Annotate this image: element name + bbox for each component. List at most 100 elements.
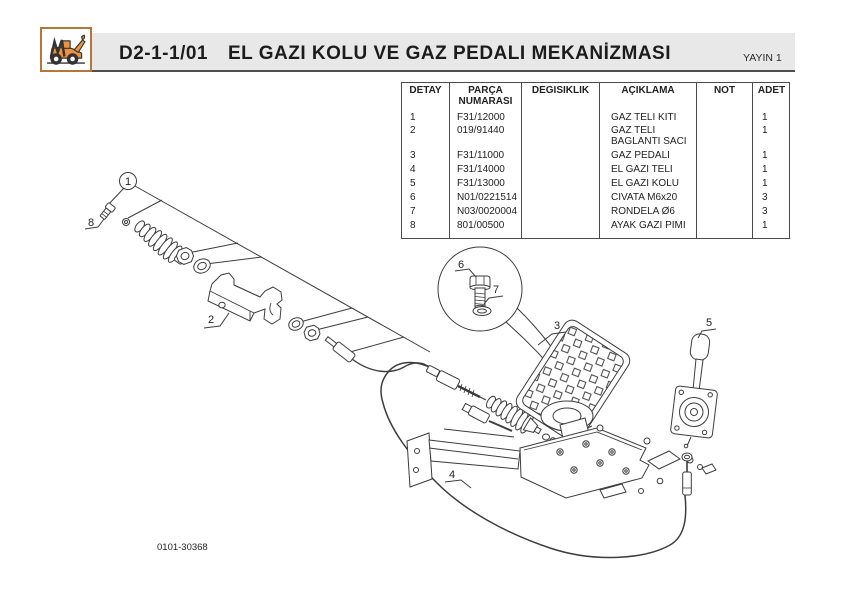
column-header-adet: ADET: [757, 85, 786, 96]
gas-pedal-part: [515, 319, 631, 453]
cell-parca: F31/12000: [450, 110, 522, 124]
callout-3-label: 3: [554, 320, 560, 332]
backhoe-loader-icon: [47, 34, 86, 65]
cell-adet: 1: [762, 125, 768, 136]
inner-wire: [488, 420, 513, 432]
revision-label: YAYIN 1: [743, 52, 782, 64]
hand-throttle-lever-part: [670, 333, 718, 439]
table-row: 3 F31/11000 GAZ PEDALI 1: [402, 148, 789, 162]
cell-adet: 3: [762, 205, 768, 217]
callout-5: 5: [697, 317, 717, 339]
drawing-number: 0101-30368: [157, 542, 208, 553]
washer-part: [288, 317, 304, 331]
mounting-bracket-part: [207, 272, 283, 325]
page-title: EL GAZI KOLU VE GAZ PEDALI MEKANİZMASI: [228, 43, 671, 64]
cell-degisiklik: [522, 204, 600, 218]
callout-6-label: 6: [458, 259, 464, 271]
cell-detay: 1: [402, 110, 450, 124]
cell-not: [697, 176, 753, 190]
bolt-part: [469, 275, 491, 310]
cell-not: [697, 190, 753, 204]
table-header-row: DETAY PARÇA NUMARASI DEGISIKLIK AÇIKLAMA…: [402, 83, 789, 110]
cell-aciklama: EL GAZI KOLU: [600, 176, 697, 190]
cell-adet: 3: [762, 191, 768, 203]
cable-adjuster-sleeve: [435, 370, 461, 390]
callout-2: 2: [203, 312, 230, 329]
hex-nut-part: [303, 324, 321, 342]
table-row: 1 F31/12000 GAZ TELI KITI 1: [402, 110, 789, 124]
cable-end-sleeve: [461, 402, 490, 424]
cell-degisiklik: [522, 148, 600, 162]
callout-3: 3: [537, 320, 567, 346]
filler-cell: [450, 232, 522, 238]
callout-8: 8: [84, 217, 105, 230]
washer-part: [193, 258, 211, 274]
hand-throttle-cable: [380, 361, 687, 559]
cell-adet: 1: [762, 219, 768, 231]
cell-detay: 3: [402, 148, 450, 162]
cell-not: [697, 204, 753, 218]
table-row: 7 N03/0020004 RONDELA Ø6 3: [402, 204, 789, 218]
table-row: 6 N01/0221514 CIVATA M6x20 3: [402, 190, 789, 204]
cell-aciklama: GAZ TELI KITI: [600, 110, 697, 124]
table-row: 2 019/91440 GAZ TELI BAGLANTI SACI 1: [402, 124, 789, 148]
cell-not: [697, 110, 753, 124]
cell-degisiklik: [522, 190, 600, 204]
column-header-aciklama: AÇIKLAMA: [600, 83, 697, 110]
cell-parca: 019/91440: [450, 124, 522, 148]
callout-1-leaders: [106, 185, 431, 353]
cell-detay: 8: [402, 218, 450, 232]
cell-aciklama: GAZ PEDALI: [600, 148, 697, 162]
threaded-rod: [457, 383, 487, 401]
cell-detay: 4: [402, 162, 450, 176]
callout-8-label: 8: [88, 217, 94, 229]
filler-cell: [753, 232, 789, 238]
hex-nut-part: [175, 247, 195, 265]
table-row: 4 F31/14000 EL GAZI TELI 1: [402, 162, 789, 176]
brand-logo: [40, 27, 92, 72]
cell-aciklama: AYAK GAZI PIMI: [600, 218, 697, 232]
cable-end-sleeve: [324, 336, 356, 363]
lever-cable-end: [681, 436, 693, 496]
cell-degisiklik: [522, 218, 600, 232]
column-header-not: NOT: [697, 83, 753, 110]
document-code: D2-1-1/01: [119, 43, 208, 64]
filler-cell: [402, 232, 450, 238]
cell-adet: 1: [762, 111, 768, 123]
callout-4: 4: [444, 469, 472, 489]
table-row: 8 801/00500 AYAK GAZI PIMI 1: [402, 218, 789, 232]
cell-parca: 801/00500: [450, 218, 522, 232]
column-header-detay: DETAY: [402, 83, 450, 110]
callout-1: 1: [119, 172, 137, 190]
callout-5-label: 5: [706, 317, 712, 329]
cell-aciklama: EL GAZI TELI: [600, 162, 697, 176]
cell-adet: 1: [762, 163, 768, 175]
filler-cell: [522, 232, 600, 238]
header-bar: [40, 33, 795, 72]
cell-not: [697, 162, 753, 176]
callout-2-label: 2: [208, 314, 214, 326]
cell-aciklama: GAZ TELI BAGLANTI SACI: [600, 124, 697, 148]
column-header-parca-numarasi: PARÇA NUMARASI: [450, 83, 522, 110]
foot-throttle-pin-part: [99, 202, 116, 220]
filler-cell: [697, 232, 753, 238]
cell-not: [697, 218, 753, 232]
cell-parca: F31/14000: [450, 162, 522, 176]
cell-detay: 6: [402, 190, 450, 204]
table-row: 5 F31/13000 EL GAZI KOLU 1: [402, 176, 789, 190]
inner-wire: [443, 428, 515, 438]
cell-degisiklik: [522, 162, 600, 176]
cell-degisiklik: [522, 176, 600, 190]
cable-boot-part: [486, 395, 542, 435]
cell-adet: 1: [762, 149, 768, 161]
cell-detay: 7: [402, 204, 450, 218]
callout-6: 6: [454, 259, 477, 278]
cell-degisiklik: [522, 124, 600, 148]
callout-4-label: 4: [449, 469, 455, 481]
callout-7: 7: [483, 284, 504, 305]
cell-not: [697, 124, 753, 148]
parts-table: DETAY PARÇA NUMARASI DEGISIKLIK AÇIKLAMA…: [401, 82, 790, 239]
cell-detay: 2: [402, 124, 450, 148]
